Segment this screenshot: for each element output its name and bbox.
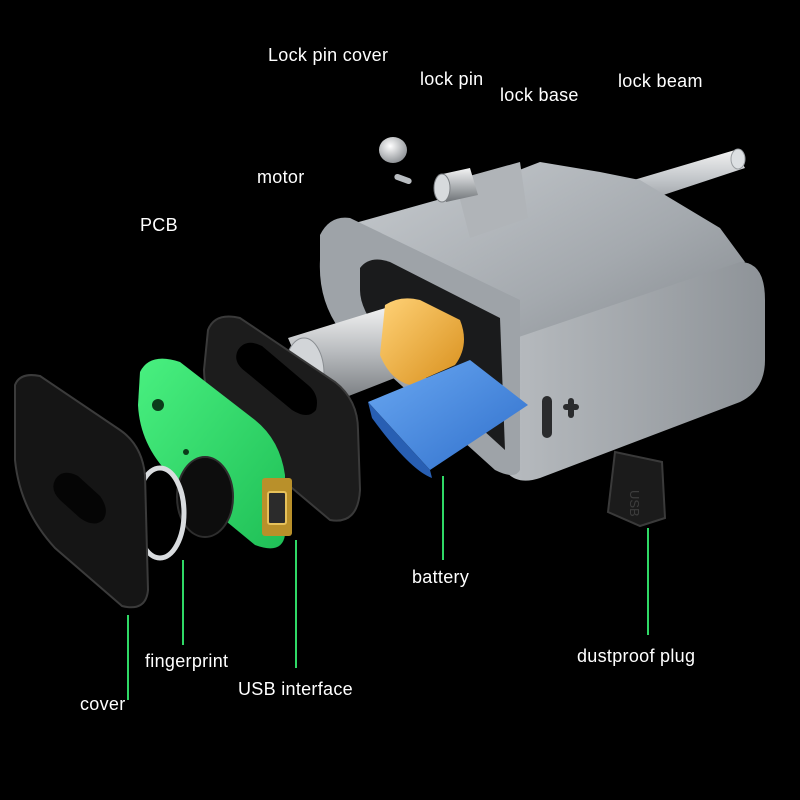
label-pcb: PCB [140,215,178,235]
label-fingerprint: fingerprint [145,651,229,671]
lock-pin-shape [433,168,478,203]
label-battery: battery [412,567,470,587]
cover-shape [14,374,150,609]
label-lock-base: lock base [500,85,579,105]
label-lock-pin-cover: Lock pin cover [268,45,389,65]
fingerprint-sensor-shape [176,456,234,538]
label-lock-pin: lock pin [420,69,484,89]
lock-pin-cover-shape [379,137,412,185]
dustproof-plug-shape: USB [606,450,667,528]
label-dustproof-plug: dustproof plug [577,646,696,666]
label-cover: cover [80,694,126,714]
label-lock-beam: lock beam [618,71,703,91]
plug-marking: USB [627,490,642,517]
label-motor: motor [257,167,305,187]
battery-shape [368,360,528,478]
cell-shape [380,298,464,385]
label-usb-interface: USB interface [238,679,353,699]
leader-lines [159,85,629,352]
pcb-shape [138,358,285,549]
usb-interface-shape [262,478,292,536]
